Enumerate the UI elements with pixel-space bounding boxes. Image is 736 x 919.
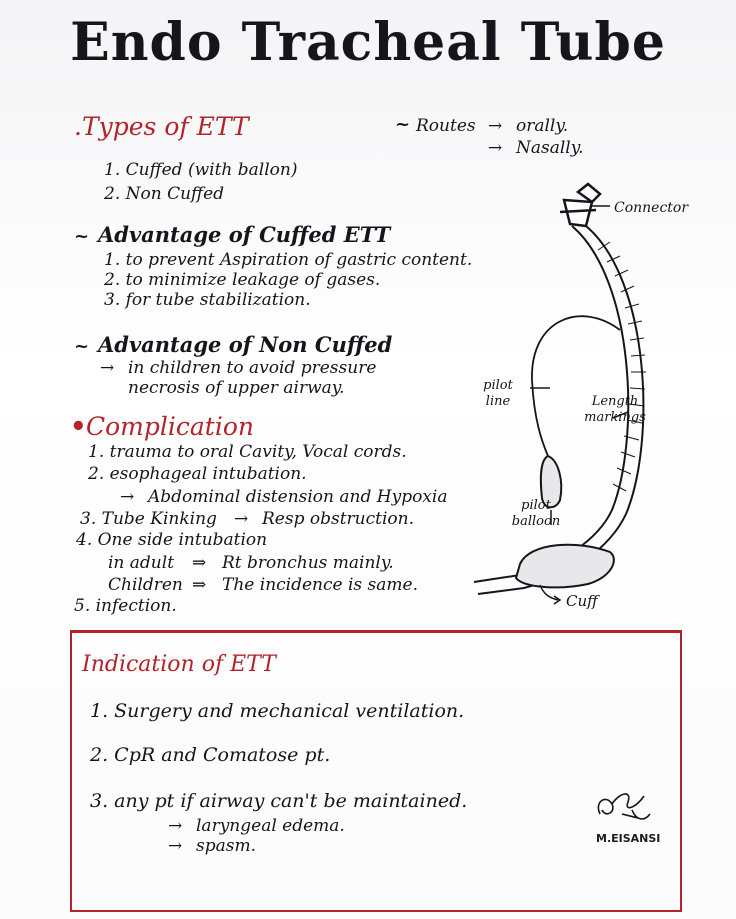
indication-box — [70, 630, 682, 912]
cuffed-item-2: 2. to minimize leakage of gases. — [104, 270, 381, 290]
indication-heading: Indication of ETT — [82, 652, 276, 677]
routes-item-nasally: Nasally. — [516, 138, 584, 158]
routes-label: Routes — [416, 116, 476, 136]
complication-item-5: 5. infection. — [74, 596, 177, 616]
complication-item-3a: Resp obstruction. — [262, 509, 414, 529]
noncuffed-line-1: in children to avoid pressure — [128, 358, 377, 378]
cuffed-heading: Advantage of Cuffed ETT — [98, 222, 391, 247]
complication-item-2a: Abdominal distension and Hypoxia — [148, 487, 448, 507]
routes-item-orally: orally. — [516, 116, 569, 136]
indication-arrow-icon: → — [168, 816, 183, 836]
routes-arrow-icon-2: → — [488, 138, 503, 158]
length-label-1: Length — [591, 394, 639, 409]
types-item-2: 2. Non Cuffed — [104, 184, 225, 204]
indication-item-3b: spasm. — [196, 836, 256, 856]
noncuffed-arrow-icon: → — [100, 358, 115, 378]
complication-item-4a: Rt bronchus mainly. — [222, 553, 394, 573]
indication-item-1: 1. Surgery and mechanical ventilation. — [90, 700, 465, 722]
routes-arrow-icon: → — [488, 116, 503, 136]
complication-item-4b-label: Children — [108, 575, 183, 595]
complication-item-1: 1. trauma to oral Cavity, Vocal cords. — [88, 442, 407, 462]
complication-implies-icon: ⇒ — [192, 553, 207, 573]
pilot-balloon-label-2: balloon — [511, 514, 561, 529]
noncuffed-heading: Advantage of Non Cuffed — [98, 332, 393, 357]
cuffed-tilde-icon: ~ — [74, 226, 90, 247]
indication-item-2: 2. CpR and Comatose pt. — [90, 744, 331, 766]
pilot-line-label-2: line — [485, 394, 511, 409]
ett-diagram — [473, 182, 646, 605]
signature-scribble-icon — [597, 793, 651, 820]
cuff-icon — [514, 543, 615, 589]
cuff-label: Cuff — [566, 592, 598, 610]
complication-heading: Complication — [86, 412, 254, 441]
complication-item-4: 4. One side intubation — [76, 530, 268, 550]
connector-label: Connector — [614, 200, 689, 216]
types-heading: .Types of ETT — [74, 112, 249, 141]
complication-arrow-icon-2: → — [234, 509, 249, 529]
indication-arrow-icon-2: → — [168, 836, 183, 856]
connector-icon — [559, 182, 602, 228]
length-markings-icon — [597, 241, 646, 492]
types-item-1: 1. Cuffed (with ballon) — [104, 160, 298, 180]
complication-arrow-icon: → — [120, 487, 135, 507]
routes-tilde-icon: ~ — [395, 114, 411, 135]
pilot-balloon-label-1: pilot — [521, 498, 551, 513]
signature-text: M.EISANSI — [596, 832, 661, 845]
complication-item-4b: The incidence is same. — [222, 575, 418, 595]
indication-item-3: 3. any pt if airway can't be maintained. — [90, 790, 468, 812]
page-title: Endo Tracheal Tube — [70, 12, 666, 73]
pilot-balloon-icon — [539, 454, 563, 509]
noncuffed-line-2: necrosis of upper airway. — [128, 378, 345, 398]
pilot-line-label-1: pilot — [483, 378, 513, 393]
complication-item-3: 3. Tube Kinking — [80, 509, 217, 529]
cuffed-item-1: 1. to prevent Aspiration of gastric cont… — [104, 250, 473, 270]
complication-bullet-icon: • — [70, 412, 87, 442]
noncuffed-tilde-icon: ~ — [74, 336, 90, 357]
pilot-line-icon — [531, 315, 621, 457]
cuffed-item-3: 3. for tube stabilization. — [104, 290, 311, 310]
indication-item-3a: laryngeal edema. — [196, 816, 345, 836]
length-label-2: markings — [584, 410, 646, 425]
complication-item-2: 2. esophageal intubation. — [88, 464, 307, 484]
complication-implies-icon-2: ⇒ — [192, 575, 207, 595]
complication-item-4a-label: in adult — [108, 553, 175, 573]
